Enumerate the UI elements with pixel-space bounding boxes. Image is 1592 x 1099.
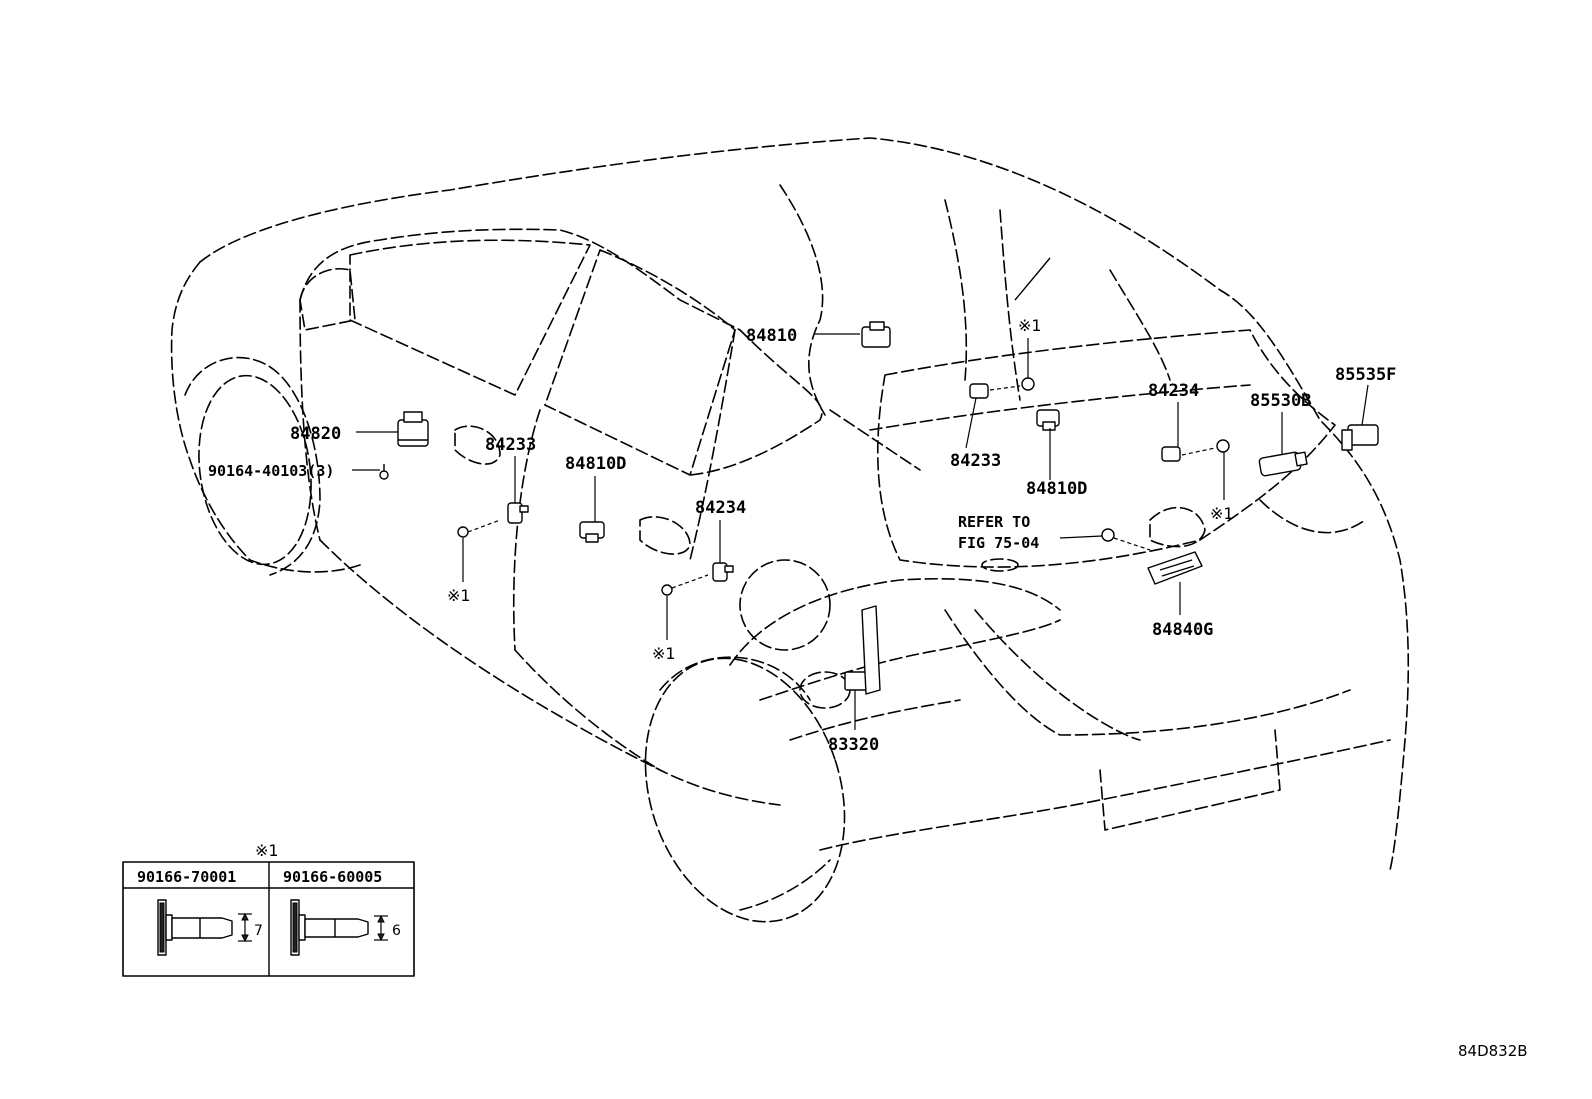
callout-83320: 83320 [828,735,879,755]
callout-90164: 90164-40103(3) [208,462,334,480]
part-84810d-right [1036,409,1060,431]
legend-bolt-1: 7 [157,899,263,956]
callout-84810: 84810 [746,326,797,346]
part-84234-left [661,562,734,596]
part-84840g-switch [1147,551,1203,585]
figure-id: 84D832B [1458,1042,1528,1060]
note-mark-hatch: ※1 [1210,504,1234,523]
part-84233-right [969,377,1035,399]
parts [379,321,1379,695]
part-90164-screw [379,464,389,480]
callout-84233-right: 84233 [950,451,1001,471]
note-mark-left-door: ※1 [447,586,471,605]
note-mark-rear-door: ※1 [652,644,676,663]
legend-part-no-1: 90166-70001 [137,868,236,886]
legend-table: ※1 90166-70001 90166-60005 7 [122,841,415,977]
vehicle-outline [170,137,1410,923]
legend-part-no-2: 90166-60005 [283,868,382,886]
callout-85535f: 85535F [1335,365,1396,385]
legend-title: ※1 [255,841,279,860]
callout-84810d-left: 84810D [565,454,626,474]
legend-dimension-2: 6 [392,923,401,939]
part-84810-switch [861,321,891,348]
note-mark-upper: ※1 [1018,316,1042,335]
refer-line-2: FIG 75-04 [958,534,1039,552]
callout-84810d-right: 84810D [1026,479,1087,499]
callout-84233-left: 84233 [485,435,536,455]
callout-84840g: 84840G [1152,620,1213,640]
part-refer-screw [1101,528,1151,551]
leader-lines [352,333,1369,730]
callout-85530b: 85530B [1250,391,1311,411]
refer-line-1: REFER TO [958,513,1030,531]
callout-84820: 84820 [290,424,341,444]
callout-84234-left: 84234 [695,498,746,518]
part-84820-switch [397,411,429,447]
part-84810d-left [579,521,605,543]
part-85535f-socket [1341,424,1379,451]
callout-labels: 84810 84820 90164-40103(3) 84233 84810D … [208,316,1396,755]
callout-84234-right: 84234 [1148,381,1199,401]
part-85530b-bulb [1258,451,1308,477]
part-84234-right [1161,439,1230,462]
legend-dimension-1: 7 [254,923,263,939]
legend-bolt-2: 6 [290,899,401,956]
part-83320-sensor [844,605,881,695]
